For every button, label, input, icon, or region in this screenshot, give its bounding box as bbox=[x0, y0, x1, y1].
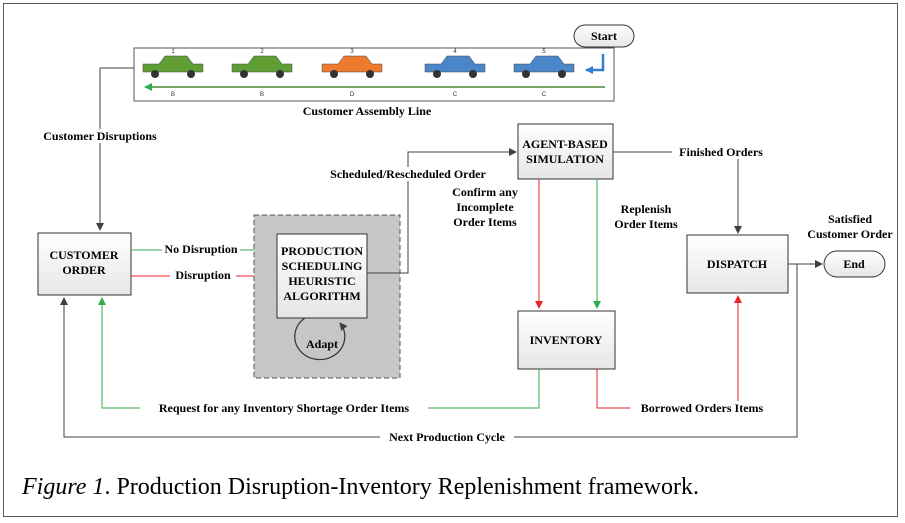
scheduled-order-arrow bbox=[367, 148, 517, 274]
agent-based-simulation-box bbox=[517, 123, 614, 180]
car-type: B bbox=[260, 92, 264, 98]
borrowed-items-bg bbox=[630, 401, 774, 415]
customer-order-line-1: CUSTOMER bbox=[49, 248, 118, 262]
car-type: C bbox=[542, 92, 547, 98]
car-number: 5 bbox=[542, 49, 546, 55]
car-wheel bbox=[151, 70, 159, 78]
abs-line-1: AGENT-BASED bbox=[522, 137, 608, 151]
satisfied-line-2: Customer Order bbox=[807, 227, 893, 241]
no-disruption-bg bbox=[162, 243, 240, 256]
assembly-car: 1B bbox=[142, 49, 204, 98]
car-number: 4 bbox=[453, 49, 457, 55]
inventory-request-label: Request for any Inventory Shortage Order… bbox=[159, 401, 410, 415]
car-body bbox=[142, 55, 204, 73]
assembly-line-title: Customer Assembly Line bbox=[303, 104, 432, 118]
confirm-line-2: Incomplete bbox=[456, 200, 514, 214]
customer-disruptions-arrow bbox=[96, 67, 134, 231]
car-type: B bbox=[171, 92, 175, 98]
caption-text: . Production Disruption-Inventory Replen… bbox=[104, 474, 699, 500]
car-body bbox=[424, 55, 486, 73]
confirm-line-3: Order Items bbox=[453, 215, 517, 229]
production-line-2: SCHEDULING bbox=[282, 259, 363, 273]
car-wheel bbox=[433, 70, 441, 78]
car-type: D bbox=[350, 92, 355, 98]
caption-prefix: Figure 1 bbox=[22, 474, 105, 500]
car-body bbox=[513, 55, 575, 73]
end-label: End bbox=[843, 257, 865, 271]
finished-orders-bg bbox=[672, 145, 770, 159]
no-disruption-label: No Disruption bbox=[164, 242, 237, 256]
customer-disruptions-label: Customer Disruptions bbox=[43, 129, 157, 143]
next-cycle-label: Next Production Cycle bbox=[389, 430, 505, 444]
car-wheel bbox=[366, 70, 374, 78]
replenish-line-2: Order Items bbox=[614, 217, 678, 231]
dispatch-box bbox=[686, 234, 789, 294]
disruption-label: Disruption bbox=[175, 268, 231, 282]
car-body bbox=[231, 55, 293, 73]
abs-line-2: SIMULATION bbox=[526, 152, 604, 166]
satisfied-line-1: Satisfied bbox=[828, 212, 872, 226]
borrowed-items-label: Borrowed Orders Items bbox=[641, 401, 764, 415]
customer-order-line-2: ORDER bbox=[62, 263, 106, 277]
car-wheel bbox=[187, 70, 195, 78]
confirm-line-1: Confirm any bbox=[452, 185, 518, 199]
car-wheel bbox=[469, 70, 477, 78]
dispatch-label: DISPATCH bbox=[707, 257, 768, 271]
assembly-car: 2B bbox=[231, 49, 293, 98]
end-node bbox=[823, 250, 886, 278]
production-scheduling-box bbox=[276, 233, 368, 319]
car-wheel bbox=[240, 70, 248, 78]
borrowed-items-arrow bbox=[596, 295, 742, 409]
production-line-3: HEURISTIC bbox=[288, 274, 355, 288]
scheduled-order-label: Scheduled/Rescheduled Order bbox=[330, 167, 486, 181]
start-entry-arrow bbox=[585, 54, 605, 74]
start-node bbox=[573, 24, 635, 48]
inventory-request-bg bbox=[140, 401, 428, 415]
car-number: 2 bbox=[260, 49, 264, 55]
scheduled-order-bg bbox=[316, 167, 500, 181]
car-wheel bbox=[522, 70, 530, 78]
assembly-car: 3D bbox=[321, 49, 383, 98]
production-line-1: PRODUCTION bbox=[281, 244, 363, 258]
car-wheel bbox=[276, 70, 284, 78]
inventory-box bbox=[517, 310, 616, 370]
adapt-loop-arrow bbox=[294, 317, 348, 361]
assembly-car: 4C bbox=[424, 49, 486, 98]
figure-frame bbox=[3, 3, 898, 517]
customer-disruptions-bg bbox=[34, 129, 172, 143]
start-label: Start bbox=[591, 29, 617, 43]
assembly-line-box bbox=[133, 47, 615, 102]
car-wheel bbox=[558, 70, 566, 78]
replenish-line-1: Replenish bbox=[621, 202, 672, 216]
car-wheel bbox=[330, 70, 338, 78]
next-cycle-bg bbox=[380, 430, 514, 444]
assembly-car: 5C bbox=[513, 49, 575, 98]
disruption-bg bbox=[170, 269, 236, 282]
figure-caption: Figure 1. Production Disruption-Inventor… bbox=[22, 474, 699, 501]
car-number: 3 bbox=[350, 49, 354, 55]
production-line-4: ALGORITHM bbox=[283, 289, 360, 303]
car-body bbox=[321, 55, 383, 73]
car-type: C bbox=[453, 92, 458, 98]
car-number: 1 bbox=[171, 49, 175, 55]
finished-orders-label: Finished Orders bbox=[679, 145, 763, 159]
adapt-label: Adapt bbox=[306, 337, 338, 351]
inventory-label: INVENTORY bbox=[530, 333, 603, 347]
customer-order-box bbox=[37, 232, 132, 296]
